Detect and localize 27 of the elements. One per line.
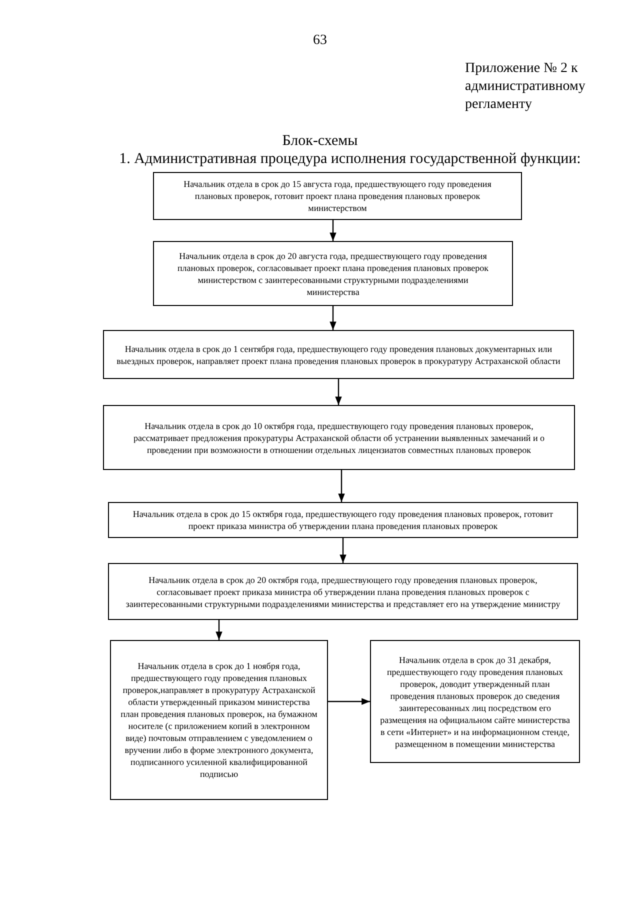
process-box: [103, 330, 574, 379]
diagram-title: Блок-схемы: [281, 132, 359, 151]
process-box: [153, 241, 513, 306]
arrow: [216, 620, 222, 640]
process-box: [153, 172, 522, 220]
arrow: [335, 379, 342, 405]
arrow: [338, 470, 345, 502]
page-number: 63: [312, 32, 328, 50]
arrow: [328, 698, 370, 705]
process-box: [108, 502, 578, 538]
arrow: [330, 220, 336, 241]
appendix-note: Приложение № 2 к административному регламенту: [465, 60, 586, 114]
box-text: Начальник отдела в срок до 15 августа года, предшествующего году проведения плановых проверок, готовит проект плана проведения плановых проверок министерством: [182, 178, 492, 214]
box-text: Начальник отдела в срок до 15 октября года, предшествующего году проведения плановых проверок, готовит проект приказа министра об утверждении плана проведения плановых проверок: [132, 508, 554, 532]
box-text: Начальник отдела в срок до 1 ноября года, предшествующего году проведения плановых проверок,направляет в прокуратуру Астраханской области утвержденный приказом министерства план проведения плановых проверок, на бумажном носителе (с приложением копий в электронном виде) почтовым отправлением с уведомлением о вручении либо в форме электронного документа, подписанного усиленной квалифицированной подписью: [120, 660, 318, 780]
box-text: Начальник отдела в срок до 20 октября года, предшествующего году проведения плановых проверок, согласовывает проект приказа министра об утверждении плана проведения плановых проверок с заинтересованными структурными подразделениями министерства и представляет его на утверждение министру: [124, 574, 562, 610]
arrow: [330, 306, 336, 330]
process-box: [370, 640, 580, 763]
process-box: [108, 563, 578, 620]
box-text: Начальник отдела в срок до 10 октября года, предшествующего году проведения плановых проверок, рассматривает предложения прокуратуры Астраханской области об устранении выявленных замечаний и о проведении при возможности в отношении отдельных лицензиатов совместных плановых проверок: [132, 420, 546, 456]
process-box: [110, 640, 328, 800]
diagram-subtitle: 1. Административная процедура исполнения государственной функции:: [118, 150, 582, 169]
box-text: Начальник отдела в срок до 31 декабря, предшествующего году проведения плановых проверок, доводит утвержденный план проведения плановых проверок до сведения заинтересованных лиц посредством его размещения на официальном сайте министерства в сети «Интернет» и на информационном стенде, размещенном в помещении министерства: [379, 654, 571, 750]
process-box: [103, 405, 575, 470]
arrow: [340, 538, 346, 563]
box-text: Начальник отдела в срок до 20 августа года, предшествующего году проведения плановых проверок, согласовывает проект плана проведения плановых проверок министерством с заинтересованными структурными подразделениями министерства: [176, 250, 490, 298]
box-text: Начальник отдела в срок до 1 сентября года, предшествующего году проведения плановых документарных или выездных проверок, направляет проект плана проведения плановых проверок в прокуратуру Астраханской области: [116, 342, 561, 366]
